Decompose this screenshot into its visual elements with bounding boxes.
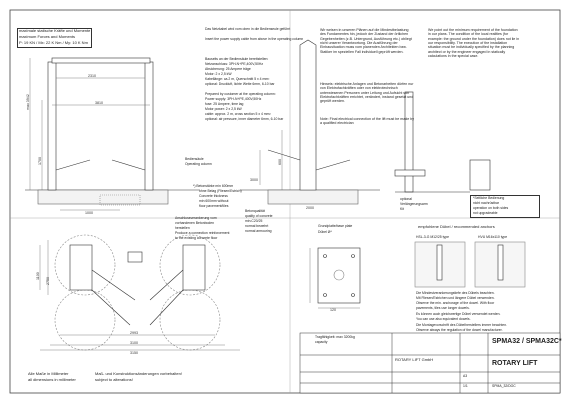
optional-3: Kit [400, 207, 404, 211]
operating-note-3: operation on both sides [473, 206, 509, 210]
company-name: ROTARY LIFT GmbH [395, 357, 434, 362]
thickness-2: ohne Belag (Fliesen/Estrich) [199, 189, 242, 193]
thickness-3: Concrete thickness [199, 194, 228, 198]
baseplate-detail [309, 247, 361, 309]
sheet-number: 1/1 [463, 384, 468, 388]
capacity-en: capacity [315, 340, 328, 344]
supply-de-1: Bauseits an der Bediensäule bereitstelle… [205, 57, 269, 61]
concrete-5: normal armouring [245, 229, 272, 233]
dim-1100: 1100 [36, 272, 40, 280]
anchor-note1-de2: Mit Fliesen/Estrichen und längere Dübel … [416, 296, 495, 300]
lift-front-elevation [25, 57, 200, 211]
lift-side-elevation [240, 39, 380, 205]
anchor-details [414, 241, 526, 288]
supply-de-4: Motor: 2 x 2,5 kW [205, 72, 232, 76]
baseplate-dowel: Dübel Ø* [318, 230, 332, 234]
dim-2310: 2310 [88, 74, 96, 78]
anchor-note2-en: You can use also equivalent dowels. [416, 317, 471, 321]
column-label-de: Bediensäule [185, 157, 204, 161]
drawing-scale: A3 [463, 374, 468, 378]
sheet-border [9, 9, 561, 394]
change-de: Maß- und Konstruktionsänderungen vorbeha… [95, 371, 182, 376]
supply-de-3: Absicherung: 25 Ampere träge [205, 67, 251, 71]
supply-en-1: Prepared by customer at the operating co… [205, 92, 276, 96]
units-en: all dimensions in millimeter [28, 377, 76, 382]
supply-de-5: Kabellänge: ca.2 m, Querschnitt 5 x 4 mm… [205, 77, 270, 81]
anchor-note1-en: Observe the min. anchorage of the dowel.… [416, 301, 495, 305]
foundation-note-en: We point out the minimum requirement of … [428, 28, 520, 58]
concrete-1: Betonqualität [245, 209, 265, 213]
anchor-note-2: vorhandenen Betonboden [175, 221, 215, 225]
anchor-note-4: Produce a connection reinforcement [175, 231, 230, 235]
concrete-3: min.C20/25 [245, 219, 263, 223]
cable-note-en: Insert the power supply cable from above… [205, 37, 304, 41]
optional-1: optional [400, 197, 412, 201]
operating-note-box [470, 195, 540, 218]
supply-en-4: Motor power: 2 x 2,5 kW [205, 107, 242, 111]
drawing-number: SPMA_32/DOC [492, 384, 516, 388]
operating-note-4: not upgradeable [473, 211, 498, 215]
cable-note-de: Das Netzkabel wird vom oben in die Bedie… [205, 27, 291, 31]
thickness-5: floor pavement/tiles [199, 204, 229, 208]
forces-line-3: P: 19 KN / Mx: 22 K Nm / My: 10 K Nm [19, 40, 88, 45]
dim-3100: 3100 [130, 341, 138, 345]
anchor-note1-de: Die Mindestverankerungstiefe des Dübels … [416, 291, 495, 295]
forces-line-2: maximum Forces and Moments [19, 34, 76, 39]
dim-120: 120 [330, 308, 336, 312]
anchor-note3-de: Die Montagevorschrift des Dübelherstelle… [416, 323, 508, 327]
thickness-1: *) Betonstärke min 600mm [193, 184, 234, 188]
dim-2750: 2750 [46, 277, 50, 285]
operating-note-1: *Seitliche Bedienung [473, 196, 505, 200]
concrete-2: quality of concrete [245, 214, 273, 218]
operating-note-2: nicht nachrüstbar [473, 201, 500, 205]
concrete-4: normal bewehrt [245, 224, 269, 228]
lift-plan-view [39, 234, 240, 351]
supply-en-3: fuse: 25 Ampere, time lag [205, 102, 244, 106]
dim-3150: 3150 [130, 351, 138, 355]
hint-en: Note: Final electrical connection of the… [320, 117, 415, 126]
anchor-note-1: Anschlussverankerung vom [175, 216, 217, 220]
supply-de-2: Netzanschluss: 3PH-N+PE,400V,50Hz [205, 62, 264, 66]
dim-2993: 2993 [130, 331, 138, 335]
anchor-note1-en2: pavements, tiles use longer dowels. [416, 306, 470, 310]
dim-3000: 3000 [250, 178, 258, 182]
anchor-hsl-label: HSL-3-G M12/25 type [416, 235, 449, 239]
anchor-note-5: to the existing concrete floor [175, 236, 218, 240]
forces-line-1: maximale statische Kräfte und Momente [19, 28, 91, 33]
anchor-note2-de: Es können auch gleichwertige Dübel verwe… [416, 312, 501, 316]
baseplate-title: Grundplatte/base plate [318, 224, 353, 228]
dim-1000: 1000 [85, 211, 93, 215]
hint-de: Hinweis: elektrische Anlagen und Betonar… [320, 82, 414, 104]
anchor-note-3: herstellen [175, 226, 190, 230]
operating-column-view [394, 91, 491, 193]
title-block [299, 332, 561, 394]
foundation-note-de: Wir weisen in unseren Plänen auf die Min… [320, 28, 412, 54]
drawing-title: ROTARY LIFT [492, 360, 538, 367]
supply-en-6: optional: air pressure, inner diameter 6… [205, 117, 284, 121]
dim-1700: 1700 [38, 157, 42, 165]
anchors-heading: empfohlene Dübel / recommended anchors [418, 224, 495, 229]
units-de: Alle Maße in Millimeter [28, 371, 69, 376]
dim-3810: 3810 [95, 101, 103, 105]
thickness-4: min 600mm without [199, 199, 229, 203]
supply-en-2: Power supply: 3PH-N+PE,400V,50Hz [205, 97, 262, 101]
dim-600: 600 [278, 159, 282, 165]
dim-2000: 2000 [306, 206, 314, 210]
model-name: SPMA32 / SPMA32C* [492, 338, 562, 345]
capacity-de: Tragfähigkeit: max 3200kg [315, 335, 355, 339]
optional-2: Verlängerungsarm [400, 202, 428, 206]
change-en: subject to alterations! [95, 377, 133, 382]
anchor-note3-en: Observe always the regulation of the dow… [416, 328, 503, 332]
dim-3942: max 3942 [26, 94, 30, 110]
anchor-hvu-label: HVU M16x110 type [478, 235, 508, 239]
supply-de-6: optional: Druckluft, lichte Weite 6mm, 6… [205, 82, 275, 86]
forces-box [17, 28, 92, 48]
supply-en-5: cable: approx. 2 m, cross section 5 x 4 … [205, 112, 271, 116]
column-label-en: Operating column [185, 162, 212, 166]
